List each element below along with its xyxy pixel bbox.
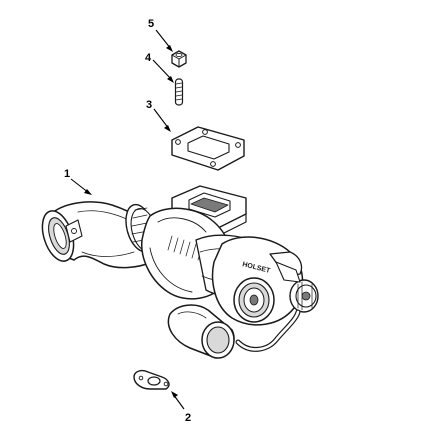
arrowhead-4 xyxy=(167,76,174,83)
leader-4 xyxy=(152,59,173,81)
stud xyxy=(174,78,184,106)
arrowhead-3 xyxy=(164,125,171,132)
callout-arrowheads xyxy=(84,45,178,398)
callout-number-3: 3 xyxy=(146,99,152,111)
drain-gasket xyxy=(133,369,170,390)
callout-number-4: 4 xyxy=(145,52,152,64)
nut xyxy=(171,50,187,68)
leader-5 xyxy=(155,29,172,50)
callout-numbers: 5 4 3 1 2 xyxy=(64,18,191,424)
flange-gasket xyxy=(171,126,245,171)
callout-number-5: 5 xyxy=(148,18,154,30)
turbocharger-body: HOLSET xyxy=(141,185,319,359)
arrowhead-1 xyxy=(84,189,92,195)
callout-number-2: 2 xyxy=(185,412,191,424)
leader-3 xyxy=(153,108,170,130)
arrowhead-2 xyxy=(171,391,178,398)
callout-number-1: 1 xyxy=(64,168,70,180)
arrowhead-5 xyxy=(166,45,173,52)
